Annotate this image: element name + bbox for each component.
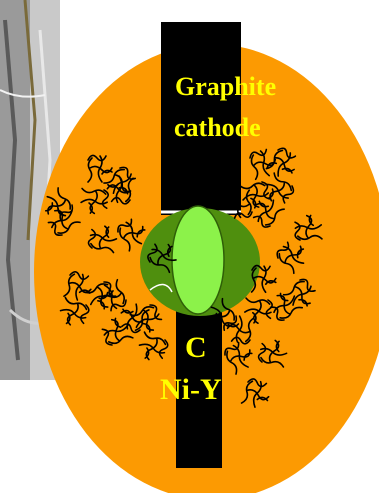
anode-label-line1: C bbox=[185, 331, 207, 365]
cathode-label-line1: Graphite bbox=[175, 72, 276, 102]
cathode-label-line2: cathode bbox=[174, 113, 261, 143]
anode-label-line2: Ni-Y bbox=[160, 373, 222, 407]
plasma-core bbox=[172, 206, 224, 314]
